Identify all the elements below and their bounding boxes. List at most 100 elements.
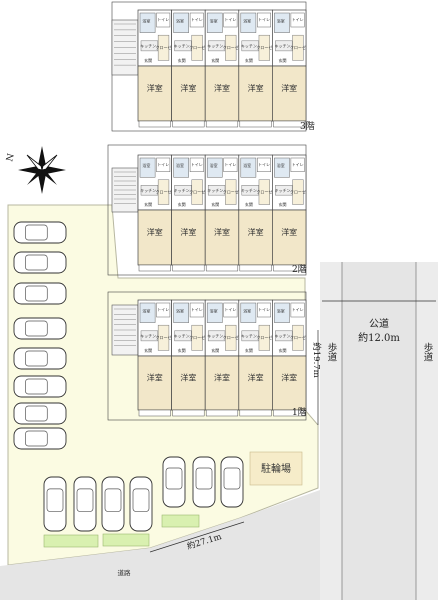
- car-cabin: [25, 430, 48, 447]
- toilet-area: [290, 157, 305, 172]
- closet-label: クローゼ: [223, 189, 239, 195]
- bath-area: [139, 12, 156, 33]
- closet-label: クローゼ: [290, 189, 306, 195]
- bedroom-label: 洋室: [248, 83, 264, 93]
- toilet-area: [223, 302, 238, 318]
- unit: 浴室トイレキッチンクローゼ玄関洋室: [272, 154, 307, 272]
- unit: 浴室トイレキッチンクローゼ玄関洋室: [272, 9, 307, 128]
- toilet-label: トイレ: [292, 307, 304, 312]
- bath-label: 浴室: [277, 307, 285, 313]
- balcony: [172, 264, 205, 272]
- bedroom-area: [204, 65, 240, 122]
- toilet-label: トイレ: [258, 17, 270, 22]
- toilet-label: トイレ: [191, 307, 203, 312]
- entrance-label: 玄関: [211, 347, 219, 353]
- car-cabin: [195, 467, 213, 490]
- bedroom-area: [272, 65, 307, 122]
- bedroom-label: 洋室: [214, 83, 230, 93]
- bath-label: 浴室: [142, 17, 150, 23]
- closet-label: クローゼ: [189, 334, 205, 340]
- kitchen-label: キッチン: [241, 44, 257, 49]
- bottom-road-label: 道路: [118, 568, 132, 577]
- toilet-label: トイレ: [224, 162, 236, 167]
- closet-area: [157, 179, 170, 205]
- unit: 浴室トイレキッチンクローゼ玄関洋室: [137, 299, 172, 417]
- floor-label: 1階: [292, 407, 307, 418]
- parked-car: [13, 317, 67, 340]
- sidewalk-right-strip: [416, 262, 438, 600]
- closet-label: クローゼ: [256, 334, 272, 340]
- unit: 浴室トイレキッチンクローゼ玄関洋室: [238, 154, 273, 272]
- bath-area: [206, 302, 223, 323]
- front-width-dimension: [149, 521, 245, 553]
- unit: 浴室トイレキッチンクローゼ玄関洋室: [204, 299, 240, 417]
- balcony: [205, 264, 239, 272]
- bedroom-label: 洋室: [281, 83, 297, 93]
- closet-area: [191, 324, 203, 351]
- unit: 浴室トイレキッチンクローゼ玄関洋室: [171, 9, 206, 128]
- closet-label: クローゼ: [156, 44, 172, 50]
- bath-area: [206, 12, 223, 33]
- bath-area: [240, 12, 257, 33]
- closet-label: クローゼ: [256, 44, 272, 50]
- bedroom-area: [238, 209, 273, 266]
- car-cabin: [76, 488, 94, 512]
- kitchen-counter: [275, 330, 293, 342]
- floor-label: 3階: [300, 121, 315, 132]
- kitchen-counter: [207, 330, 226, 342]
- unit: 浴室トイレキッチンクローゼ玄関洋室: [171, 154, 206, 272]
- toilet-area: [189, 12, 204, 28]
- sidewalk-left-strip: [320, 262, 342, 600]
- toilet-label: トイレ: [157, 307, 169, 312]
- car-cabin: [223, 467, 241, 490]
- bath-area: [240, 157, 257, 178]
- closet-label: クローゼ: [256, 189, 272, 195]
- hedge-right: [161, 514, 200, 528]
- kitchen-label: キッチン: [207, 44, 223, 49]
- car-cabin: [25, 378, 48, 395]
- closet-area: [292, 34, 304, 61]
- bedroom-area: [204, 355, 240, 411]
- bath-area: [173, 302, 189, 323]
- closet-label: クローゼ: [189, 189, 205, 195]
- parked-car: [192, 456, 216, 508]
- parking-cars: [13, 221, 244, 532]
- closet-area: [292, 179, 304, 205]
- bath-label: 浴室: [142, 162, 150, 168]
- car-cabin: [165, 467, 183, 490]
- bedroom-label: 洋室: [214, 227, 230, 237]
- balcony: [205, 120, 239, 128]
- bedroom-area: [171, 355, 206, 411]
- kitchen-counter: [241, 330, 259, 342]
- kitchen-label: キッチン: [207, 188, 223, 193]
- bedroom-area: [204, 209, 240, 266]
- car-cabin: [25, 350, 48, 367]
- bedroom-area: [272, 209, 307, 266]
- entrance-label: 玄関: [144, 201, 152, 207]
- toilet-area: [223, 157, 238, 172]
- floor-2f: 浴室トイレキッチンクローゼ玄関洋室浴室トイレキッチンクローゼ玄関洋室浴室トイレキ…: [107, 144, 307, 276]
- kitchen-label: キッチン: [140, 334, 156, 339]
- unit: 浴室トイレキッチンクローゼ玄関洋室: [238, 9, 273, 128]
- parked-car: [13, 375, 67, 398]
- balcony: [239, 120, 272, 128]
- entrance-label: 玄関: [278, 347, 286, 353]
- balcony: [172, 409, 205, 417]
- floor-label: 2階: [292, 264, 307, 275]
- bedroom-label: 洋室: [180, 372, 196, 382]
- kitchen-counter: [241, 185, 259, 196]
- bedroom-label: 洋室: [214, 372, 230, 382]
- entrance-label: 玄関: [211, 57, 219, 63]
- bath-label: 浴室: [243, 307, 251, 313]
- bath-area: [206, 157, 223, 178]
- bedroom-area: [171, 209, 206, 266]
- balcony: [138, 264, 171, 272]
- toilet-area: [189, 302, 204, 318]
- bath-label: 浴室: [142, 307, 150, 313]
- car-cabin: [25, 285, 48, 302]
- balcony: [239, 409, 272, 417]
- car-cabin: [46, 488, 64, 512]
- unit: 浴室トイレキッチンクローゼ玄関洋室: [137, 9, 172, 128]
